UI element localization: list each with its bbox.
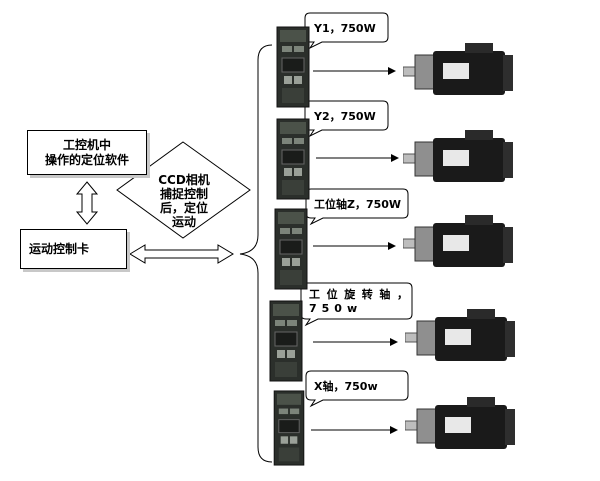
callout-bubble-y1 [304, 12, 389, 50]
software-card-double-arrow [75, 181, 99, 225]
distribution-brace [239, 44, 273, 463]
axis-label-y1: Y1，750W [314, 22, 376, 35]
servo-motor-y1 [403, 43, 513, 95]
motion-card-label: 运动控制卡 [29, 241, 90, 256]
servo-drive-z [274, 208, 308, 290]
software-label-line2: 操作的定位软件 [44, 152, 129, 167]
servo-drive-y1 [276, 26, 310, 108]
ccd-line1: CCD相机 [158, 173, 210, 187]
card-bracket-double-arrow [129, 244, 234, 264]
software-label-line1: 工控机中 [62, 137, 111, 152]
ccd-line3: 后，定位 [159, 201, 208, 215]
servo-drive-x [273, 390, 305, 466]
servo-drive-rotary [269, 300, 303, 382]
servo-motor-z [403, 215, 513, 267]
callout-bubble-x [305, 370, 409, 408]
axis-label-y2: Y2，750W [314, 110, 376, 123]
servo-drive-y2 [276, 118, 310, 200]
motion-control-card-box: 运动控制卡 [20, 229, 127, 269]
ccd-diamond-text: CCD相机 捕捉控制 后，定位 运动 [148, 173, 220, 229]
servo-motor-x [405, 397, 515, 449]
servo-motor-rotary [405, 309, 515, 361]
axis-label-z: 工位轴Z，750W [314, 198, 402, 211]
axis-label-rotary: 工位旋转轴，750w [309, 288, 413, 315]
positioning-software-box: 工控机中 操作的定位软件 [27, 130, 147, 175]
ccd-line4: 运动 [171, 215, 196, 229]
ccd-line2: 捕捉控制 [159, 187, 208, 201]
servo-motor-y2 [403, 130, 513, 182]
axis-label-x: X轴，750w [314, 380, 378, 393]
